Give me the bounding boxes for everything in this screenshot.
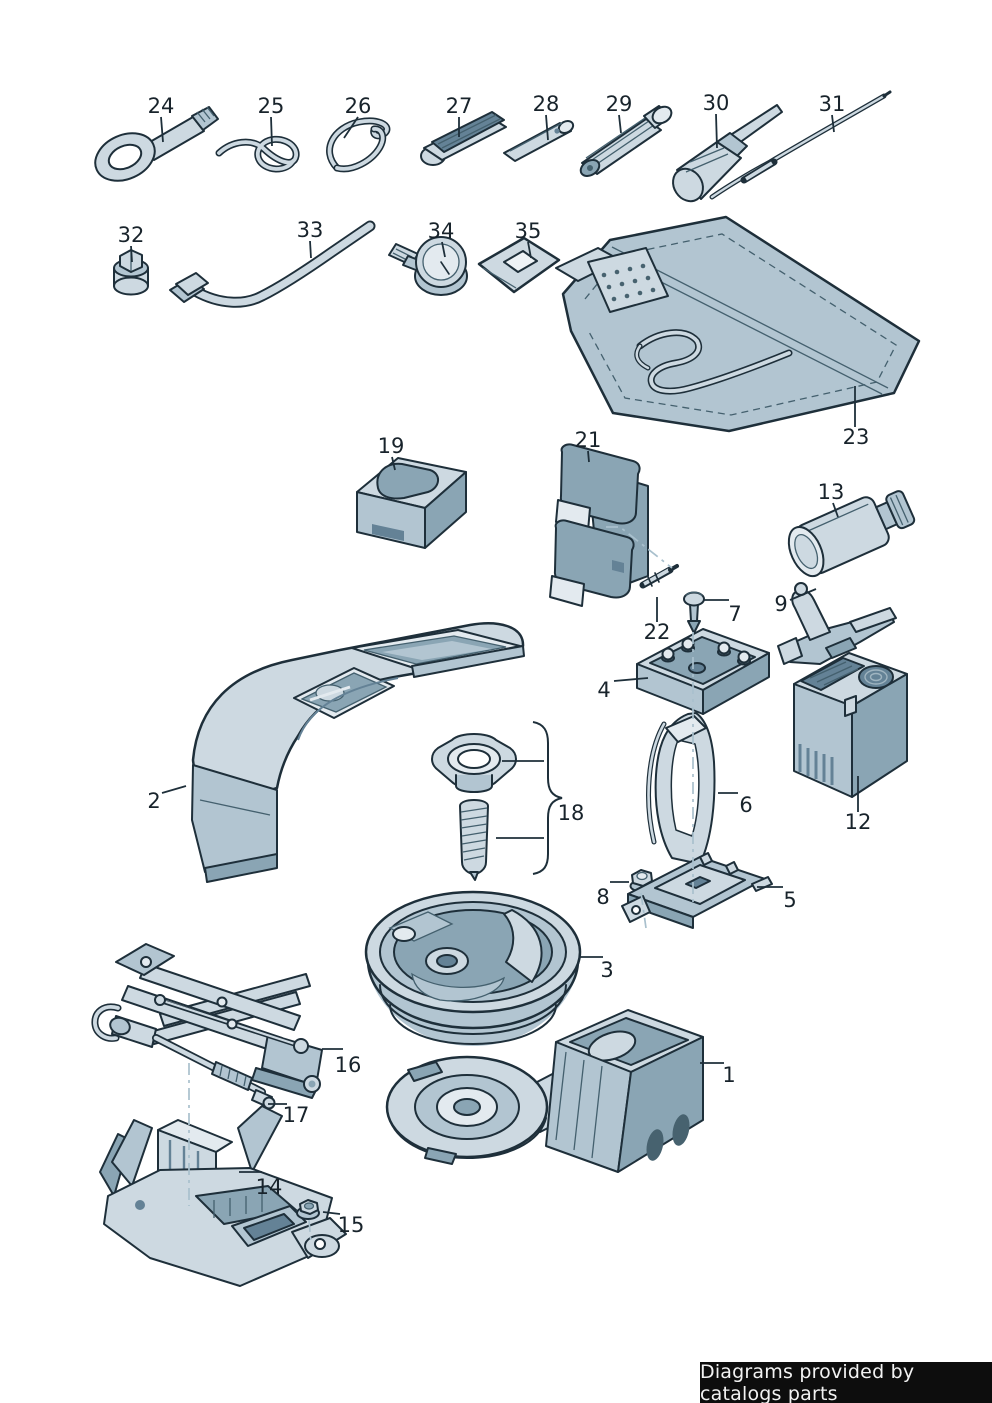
part-callout-6[interactable]: 6 [739, 793, 752, 817]
center-line [308, 1219, 312, 1244]
part-callout-2[interactable]: 2 [147, 789, 160, 813]
part-1-foam-organizer-insert [385, 1009, 704, 1173]
part-30-screwdriver [672, 104, 783, 203]
part-callout-31[interactable]: 31 [819, 92, 846, 116]
part-4-small-tray [636, 628, 770, 715]
part-24-towing-eye [94, 106, 219, 182]
part-28-pin [503, 120, 575, 162]
part-callout-4[interactable]: 4 [597, 678, 610, 702]
part-16-scissor-jack [115, 943, 323, 1099]
part-callout-8[interactable]: 8 [596, 885, 609, 909]
part-6-retaining-strap [646, 712, 716, 865]
part-callout-1[interactable]: 1 [722, 1063, 735, 1087]
part-9-retaining-bracket [777, 582, 897, 665]
part-5-mounting-bracket-plate [621, 852, 773, 929]
part-callout-3[interactable]: 3 [600, 958, 613, 982]
part-2-curved-tool-tray [191, 622, 525, 883]
part-callout-18[interactable]: 18 [558, 801, 585, 825]
part-18-threaded-stud [459, 799, 489, 881]
part-25-spring-clip [215, 135, 300, 173]
center-line [640, 892, 647, 929]
part-callout-21[interactable]: 21 [575, 428, 602, 452]
part-22-expanding-rivet [639, 564, 679, 589]
part-12-air-compressor [793, 652, 908, 798]
brace-18 [532, 721, 563, 875]
part-callout-5[interactable]: 5 [783, 888, 796, 912]
part-callout-15[interactable]: 15 [338, 1213, 365, 1237]
part-15-flange-nut [296, 1199, 320, 1220]
part-27-clamp [420, 111, 507, 166]
part-14-folded-bracket [99, 1105, 347, 1287]
footer-text: Diagrams provided by catalogs parts [700, 1360, 915, 1403]
center-line [606, 526, 673, 569]
part-3-spare-wheel-tool-bowl [364, 890, 582, 1046]
part-17-jack-crank-handle [91, 1003, 276, 1110]
part-29-extension-sleeve [579, 105, 673, 177]
part-callout-9[interactable]: 9 [774, 592, 787, 616]
part-21-holder-bracket [549, 443, 649, 607]
part-19-foam-holder-block [356, 457, 467, 549]
part-callout-32[interactable]: 32 [118, 223, 145, 247]
part-callout-26[interactable]: 26 [345, 94, 372, 118]
leader-lines [130, 113, 859, 1215]
part-13-sealant-canister [787, 490, 916, 578]
part-callout-7[interactable]: 7 [728, 602, 741, 626]
part-23-tool-bag [555, 215, 921, 433]
part-7-retaining-pin [683, 591, 705, 634]
part-32-adapter-bolt [113, 249, 149, 296]
part-callout-17[interactable]: 17 [283, 1103, 310, 1127]
part-callout-12[interactable]: 12 [845, 810, 872, 834]
part-callout-35[interactable]: 35 [515, 219, 542, 243]
part-callout-29[interactable]: 29 [606, 92, 633, 116]
part-33-wheel-bolt-wrench [169, 220, 376, 308]
part-callout-25[interactable]: 25 [258, 94, 285, 118]
part-callout-23[interactable]: 23 [843, 425, 870, 449]
footer-credit-banner: Diagrams provided by catalogs parts [700, 1360, 992, 1403]
part-26-wire-clip [326, 117, 391, 173]
part-35-wedge-plate [477, 236, 561, 294]
part-callout-34[interactable]: 34 [428, 219, 455, 243]
part-callout-14[interactable]: 14 [256, 1175, 283, 1199]
part-callout-28[interactable]: 28 [533, 92, 560, 116]
part-callout-33[interactable]: 33 [297, 218, 324, 242]
part-31-rod [709, 90, 892, 200]
part-callout-19[interactable]: 19 [378, 434, 405, 458]
part-callout-22[interactable]: 22 [644, 620, 671, 644]
part-callout-13[interactable]: 13 [818, 480, 845, 504]
part-34-tire-pressure-gauge [388, 236, 468, 296]
part-callout-27[interactable]: 27 [446, 94, 473, 118]
part-callout-24[interactable]: 24 [148, 94, 175, 118]
part-callout-16[interactable]: 16 [335, 1053, 362, 1077]
part-18-wing-knob [431, 733, 517, 793]
part-callout-30[interactable]: 30 [703, 91, 730, 115]
